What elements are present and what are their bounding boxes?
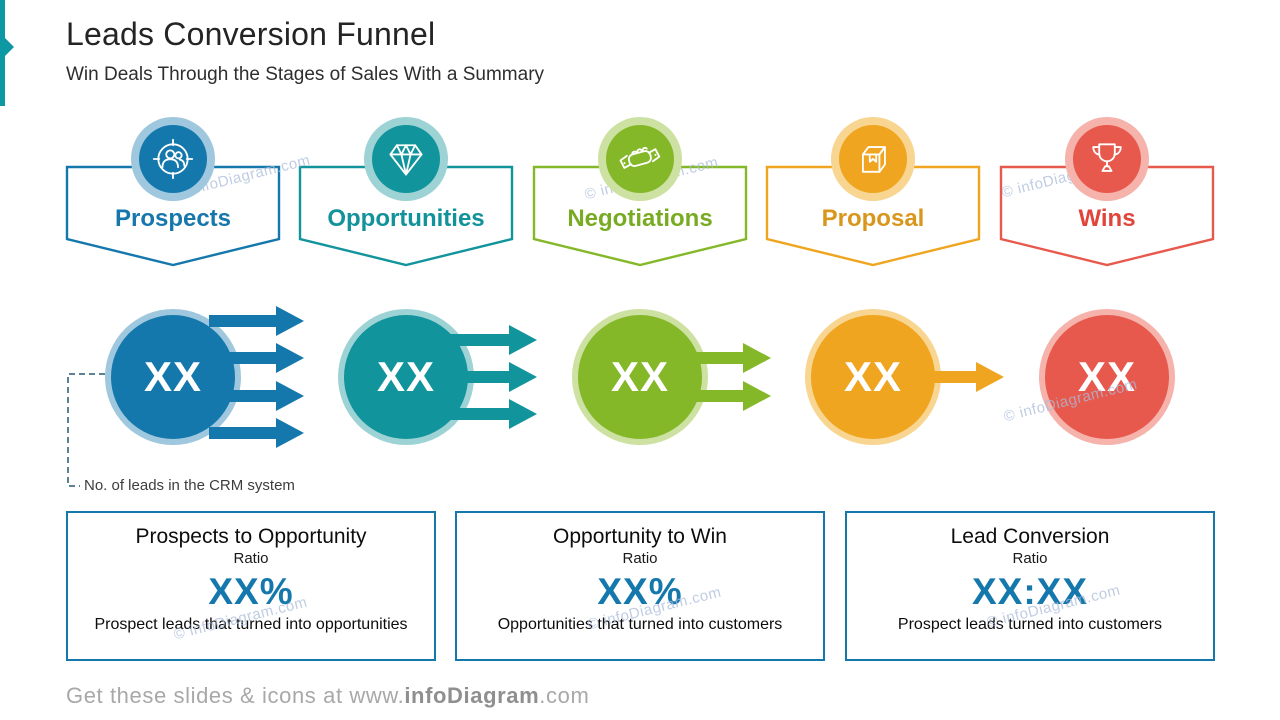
handshake-icon — [618, 137, 662, 181]
footer-credit: Get these slides & icons at www.infoDiag… — [66, 683, 589, 709]
flow-arrow — [442, 325, 537, 355]
footer-prefix: Get these slides & icons at www. — [66, 683, 405, 708]
page-subtitle: Win Deals Through the Stages of Sales Wi… — [66, 64, 545, 85]
stage-bubble — [111, 315, 235, 439]
flow-arrow — [909, 362, 1004, 392]
summary-subtitle: Ratio — [233, 550, 269, 567]
flow-arrow — [676, 343, 771, 373]
page-title: Leads Conversion Funnel — [66, 16, 436, 52]
stage-proposal: Proposal XX — [753, 0, 1004, 520]
footer-suffix: .com — [539, 683, 590, 708]
stage-negotiations: Negotiations XX — [520, 0, 771, 520]
trophy-icon — [1085, 137, 1129, 181]
summary-box-lead-conversion: Lead Conversion Ratio XX:XX Prospect lea… — [845, 511, 1215, 661]
flow-arrow — [209, 381, 304, 411]
summary-description: Prospect leads turned into customers — [897, 616, 1163, 633]
stage-value: XX — [610, 353, 670, 400]
summary-description: Prospect leads that turned into opportun… — [94, 616, 408, 633]
stage-value: XX — [376, 353, 436, 400]
summary-value: XX:XX — [971, 571, 1089, 612]
summary-box-opportunity-to-win: Opportunity to Win Ratio XX% Opportuniti… — [455, 511, 825, 661]
summary-subtitle: Ratio — [1012, 550, 1048, 567]
stage-label: Proposal — [821, 205, 925, 232]
stage-value: XX — [1077, 353, 1137, 400]
flow-arrow — [209, 306, 304, 336]
flow-arrow — [442, 399, 537, 429]
target-people-icon — [151, 137, 195, 181]
stage-label: Wins — [1078, 205, 1136, 232]
summary-value: XX% — [208, 571, 294, 612]
footer-brand: infoDiagram — [404, 683, 540, 708]
flow-arrow — [209, 343, 304, 373]
callout-label: No. of leads in the CRM system — [84, 477, 295, 494]
stage-icon-circle — [606, 125, 674, 193]
summary-box-prospects-to-opportunity: Prospects to Opportunity Ratio XX% Prosp… — [66, 511, 436, 661]
stage-bubble — [1045, 315, 1169, 439]
stage-opportunities: Opportunities XX — [286, 0, 537, 520]
summary-subtitle: Ratio — [622, 550, 658, 567]
stage-banner — [765, 165, 981, 267]
stage-label: Negotiations — [567, 205, 713, 232]
stage-label: Opportunities — [327, 205, 485, 232]
slide-accent-bar — [0, 0, 14, 106]
package-icon — [851, 137, 895, 181]
stage-prospects: Prospects XX — [53, 0, 304, 520]
stage-bubble — [578, 315, 702, 439]
callout-connector-line — [67, 373, 105, 487]
stage-banner — [999, 165, 1215, 267]
summary-value: XX% — [597, 571, 683, 612]
flow-arrow — [209, 418, 304, 448]
diamond-icon — [384, 137, 428, 181]
stage-banner — [65, 165, 281, 267]
summary-title: Opportunity to Win — [553, 525, 727, 548]
stage-banner — [298, 165, 514, 267]
stage-label: Prospects — [114, 205, 232, 232]
flow-arrow — [442, 362, 537, 392]
summary-title: Lead Conversion — [950, 525, 1110, 548]
flow-arrow — [676, 381, 771, 411]
stage-value: XX — [843, 353, 903, 400]
stage-value: XX — [143, 353, 203, 400]
summary-description: Opportunities that turned into customers — [497, 616, 783, 633]
stage-wins: Wins XX — [987, 0, 1227, 520]
stage-icon-circle — [372, 125, 440, 193]
stage-icon-circle — [1073, 125, 1141, 193]
summary-title: Prospects to Opportunity — [135, 525, 367, 548]
stage-banner — [532, 165, 748, 267]
